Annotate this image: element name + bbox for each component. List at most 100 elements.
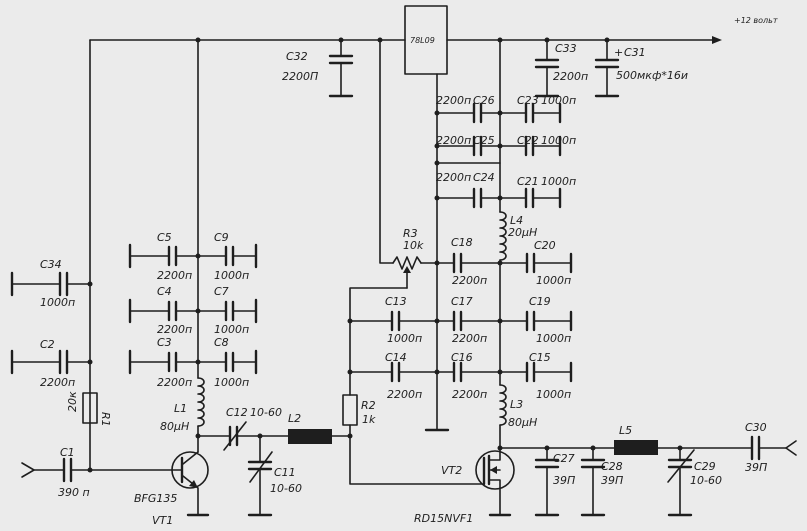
c17-ref: C17 [451, 295, 473, 308]
input-port: C1 390 п [21, 446, 173, 499]
c15-value: 1000п [536, 388, 571, 401]
r2-value: 1k [362, 413, 376, 426]
c33-ref: C33 [555, 42, 577, 55]
r1-ref: R1 [99, 412, 112, 427]
capacitor-c11: C11 10-60 [247, 433, 302, 517]
vt2-part: RD15NVF1 [414, 512, 473, 525]
vt2-ref: VT2 [441, 464, 462, 477]
transistor-vt1: BFG135 VT1 [134, 451, 210, 527]
c3-ref: C3 [157, 336, 172, 349]
c17-value: 2200п [452, 332, 487, 345]
capacitor-c2: C2 2200п [10, 338, 93, 389]
c28-ref: C28 [601, 460, 623, 473]
c5-value: 2200п [157, 269, 192, 282]
l1-ref: L1 [174, 402, 187, 415]
c26-value: 2200п [436, 94, 471, 107]
c34-value: 1000п [40, 296, 75, 309]
l3-ref: L3 [510, 398, 523, 411]
c31-polarity: + [614, 46, 623, 59]
c2-value: 2200п [40, 376, 75, 389]
capacitor-row-c18-c20: C18 2200п C20 1000п [436, 236, 573, 287]
c16-ref: C16 [451, 351, 473, 364]
c20-value: 1000п [536, 274, 571, 287]
c4-ref: C4 [157, 285, 172, 298]
c12-ref: C12 [226, 406, 248, 419]
r3-value: 10k [403, 239, 424, 252]
output-network: C27 39П C28 39П L5 C29 10-60 C30 39П [499, 421, 797, 517]
transistor-vt2: VT2 RD15NVF1 [414, 445, 515, 525]
c32-ref: C32 [286, 50, 308, 63]
c22-value: 1000п [541, 134, 576, 147]
c19-ref: C19 [529, 295, 551, 308]
c24-value: 2200п [436, 171, 471, 184]
c21-value: 1000п [541, 175, 576, 188]
c9-value: 1000п [214, 269, 249, 282]
decoupling-ladder: C26 2200п C25 2200п C24 2200п C23 1000п … [434, 39, 576, 213]
c30-ref: C30 [745, 421, 767, 434]
c13-ref: C13 [385, 295, 407, 308]
resistor-r1: R1 20к [66, 391, 112, 473]
c33-value: 2200п [553, 70, 588, 83]
c19-value: 1000п [536, 332, 571, 345]
c30-value: 39П [745, 461, 767, 474]
c13-value: 1000п [387, 332, 422, 345]
supply-label: +12 вольт [734, 16, 778, 25]
capacitor-c12: C12 10-60 [197, 406, 289, 451]
r1-value: 20к [66, 391, 79, 412]
c24-ref: C24 [473, 171, 495, 184]
c15-ref: C15 [529, 351, 551, 364]
c3-value: 2200п [157, 376, 192, 389]
c25-value: 2200п [436, 134, 471, 147]
c12-value: 10-60 [250, 406, 282, 419]
c14-value: 2200п [387, 388, 422, 401]
supply-arrow-icon [712, 36, 722, 44]
inductor-l1: L1 80μH [160, 377, 205, 453]
c31-ref: C31 [624, 46, 646, 59]
c18-value: 2200п [452, 274, 487, 287]
c5-ref: C5 [157, 231, 172, 244]
c1-value: 390 п [58, 486, 90, 499]
c18-ref: C18 [451, 236, 473, 249]
c34-ref: C34 [40, 258, 62, 271]
c22-ref: C22 [517, 134, 539, 147]
resistor-r2: R2 1k [342, 394, 483, 485]
c1-ref: C1 [60, 446, 75, 459]
capacitor-c34: C34 1000п [10, 258, 93, 309]
c8-ref: C8 [214, 336, 229, 349]
c32-value: 2200П [282, 70, 318, 83]
c14-ref: C14 [385, 351, 407, 364]
l3-value: 80μH [508, 416, 537, 429]
vt1-part: BFG135 [134, 492, 177, 505]
c16-value: 2200п [452, 388, 487, 401]
c7-ref: C7 [214, 285, 229, 298]
vt1-ref: VT1 [152, 514, 173, 527]
c11-value: 10-60 [270, 482, 302, 495]
c27-value: 39П [553, 474, 575, 487]
c7-value: 1000п [214, 323, 249, 336]
capacitor-c33: C33 2200п [534, 39, 588, 98]
inductor-l2: L2 [288, 412, 353, 444]
l4-ref: L4 [510, 214, 523, 227]
l1-value: 80μH [160, 420, 189, 433]
c23-ref: C23 [517, 94, 539, 107]
capacitor-c31: + C31 500мкф*16и [594, 39, 688, 98]
r2-ref: R2 [361, 399, 376, 412]
l5-ref: L5 [619, 424, 632, 437]
supply-rail: +12 вольт [89, 16, 778, 471]
c29-value: 10-60 [690, 474, 722, 487]
c28-value: 39П [601, 474, 623, 487]
l4-value: 20μH [508, 226, 537, 239]
regulator-name: 78L09 [410, 36, 435, 45]
c27-ref: C27 [553, 452, 575, 465]
c21-ref: C21 [517, 175, 539, 188]
capacitor-c32: C32 2200П [282, 39, 354, 98]
voltage-regulator-78l09: 78L09 [404, 5, 450, 432]
c8-value: 1000п [214, 376, 249, 389]
c31-value: 500мкф*16и [616, 69, 688, 82]
c25-ref: C25 [473, 134, 495, 147]
c11-ref: C11 [274, 466, 296, 479]
c20-ref: C20 [534, 239, 556, 252]
r3-ref: R3 [403, 227, 418, 240]
gate-bias-network: C13 1000п C17 2200п C19 1000п C14 2200п … [347, 287, 573, 401]
